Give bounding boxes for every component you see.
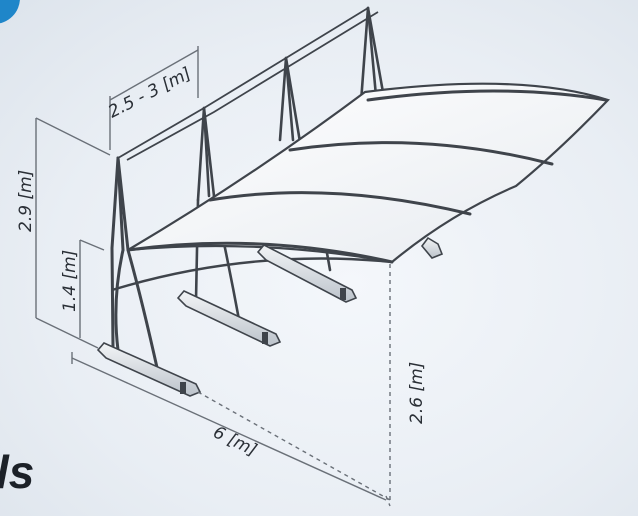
dim-bay-spacing [109,46,199,150]
canopy-membrane [127,82,611,264]
foot-plate-3 [256,244,358,303]
dim-bay-spacing-label: 2.5 - 3 [m] [105,64,194,123]
foot-plate-2 [176,290,282,347]
dim-total-height [35,117,111,349]
dim-total-height-label: 2.9 [m] [16,170,36,232]
canopy-ribs [126,89,608,264]
foot-plate-1 [96,342,202,397]
dim-length-label: 6 [m] [210,423,260,461]
dim-mid-height-label: 1.4 [m] [60,250,80,312]
foot-anchors [180,288,346,394]
frame-1 [110,156,160,374]
dim-clearance-label: 2.6 [m] [407,362,427,424]
dim-mid-height [79,239,105,338]
ridge-ties [117,7,379,161]
partial-heading-text: ls [0,446,34,498]
foot-plates [96,236,444,397]
dim-clearance [197,264,391,501]
canopy-front-edge [111,257,393,292]
foot-plate-4 [420,236,444,259]
frame-2 [194,106,242,327]
brand-badge [0,0,20,24]
frame-4 [359,6,397,104]
